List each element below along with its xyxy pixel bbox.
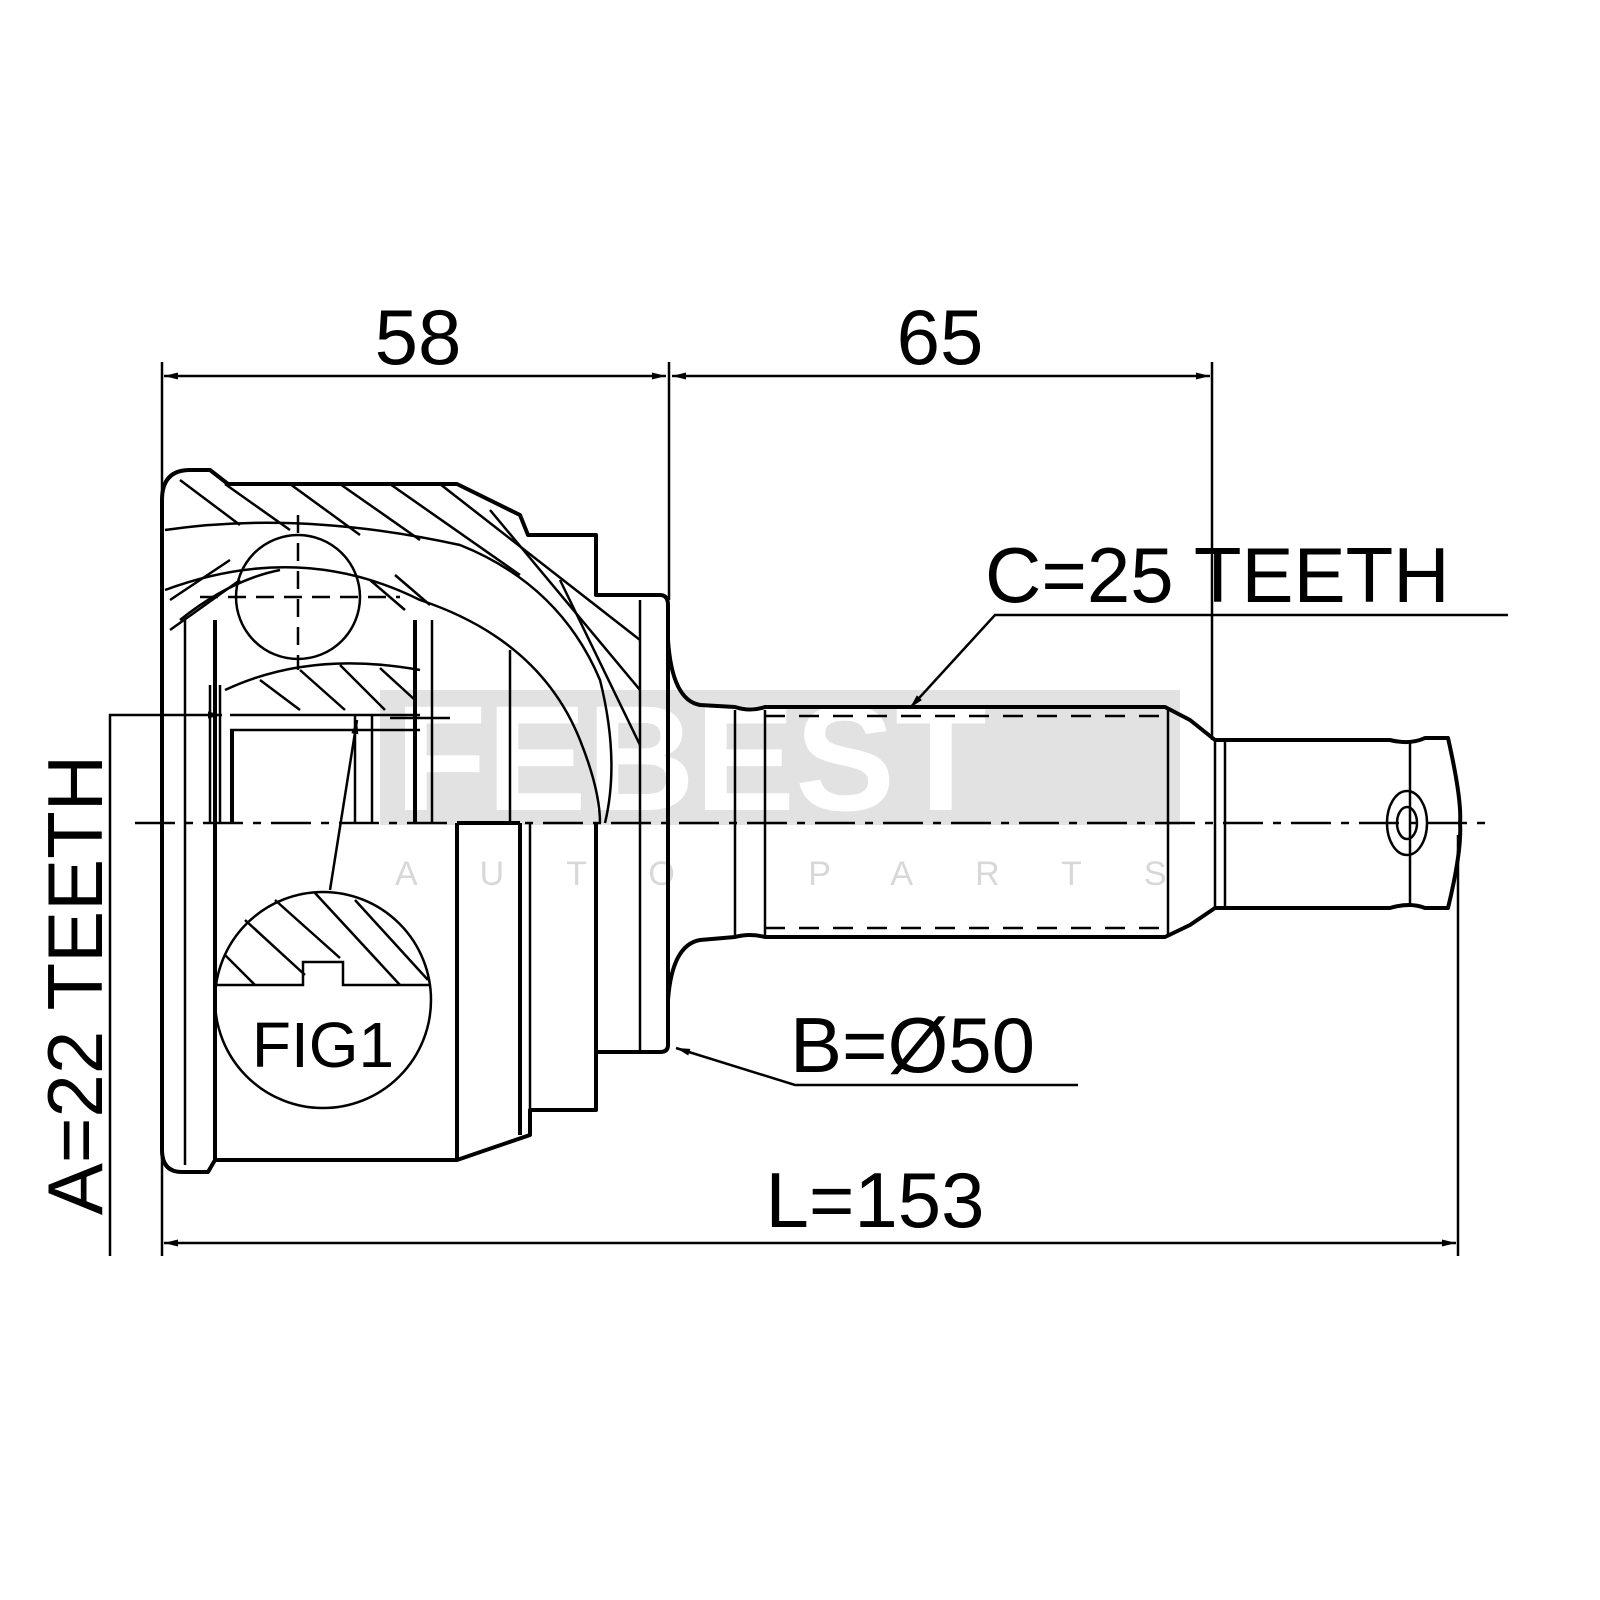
leader-b xyxy=(675,1046,1078,1087)
stub-shaft xyxy=(666,639,1463,1001)
leader-a xyxy=(108,711,222,1256)
dim-label-total: L=153 xyxy=(765,1156,984,1244)
watermark-tagline: AUTO PARTS xyxy=(395,855,1229,893)
fig1-label: FIG1 xyxy=(252,1009,394,1081)
leader-c xyxy=(909,613,1508,709)
detail-fig1: FIG1 xyxy=(213,719,433,1110)
outer-housing xyxy=(160,468,670,1174)
label-a-teeth: A=22 TEETH xyxy=(31,755,119,1215)
label-b-diameter: B=Ø50 xyxy=(790,1001,1035,1089)
label-c-teeth: C=25 TEETH xyxy=(985,531,1450,619)
dim-label-58: 58 xyxy=(375,293,462,381)
dim-label-65: 65 xyxy=(897,293,984,381)
